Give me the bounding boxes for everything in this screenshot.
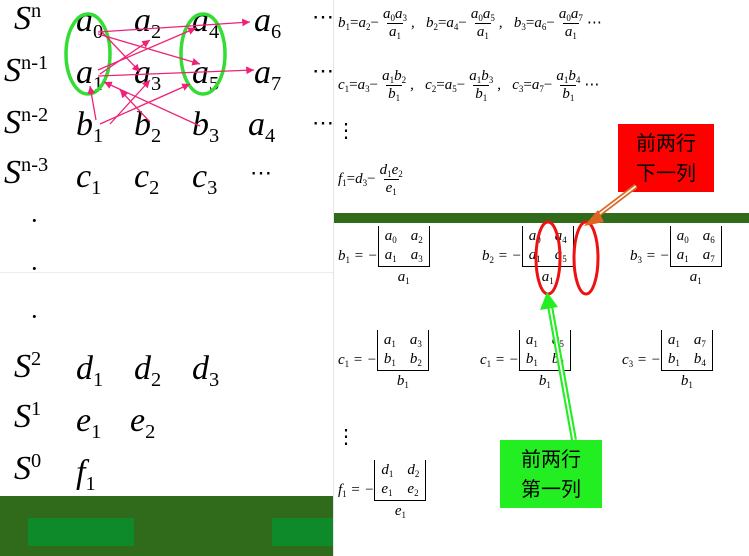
section-divider xyxy=(334,213,749,223)
cross-arrows xyxy=(87,18,255,127)
array-annotations xyxy=(64,12,255,127)
cell-d1: d1 xyxy=(76,350,104,392)
det-annotations xyxy=(534,184,638,441)
faint-vertical-rule xyxy=(333,0,334,556)
cell-f1: f1 xyxy=(76,454,96,496)
vertical-ellipsis: ⋮ xyxy=(336,120,356,142)
cell-a1: a1 xyxy=(76,54,104,96)
cell-e2: e2 xyxy=(130,402,156,444)
s-label-1: S1 xyxy=(14,398,42,436)
cell-d2: d2 xyxy=(134,350,162,392)
faint-horizontal-rule xyxy=(0,272,333,273)
green-arrow xyxy=(540,292,577,441)
s-label-n-2: Sn-2 xyxy=(4,104,49,142)
cell-c1: c1 xyxy=(76,158,102,200)
callout-text: 下一列 xyxy=(636,161,696,185)
ring-first-column xyxy=(534,220,562,296)
row-ellipsis: ⋯ xyxy=(312,110,334,135)
orange-arrow xyxy=(584,184,638,226)
cell-d3: d3 xyxy=(192,350,220,392)
vertical-ellipsis: ⋮ xyxy=(336,426,356,448)
callout-text: 第一列 xyxy=(521,477,581,501)
cell-b3: b3 xyxy=(192,106,220,148)
row-ellipsis: ⋯ xyxy=(312,4,334,29)
cell-b1: b1 xyxy=(76,106,104,148)
cell-b2: b2 xyxy=(134,106,162,148)
s-label-0: S0 xyxy=(14,450,42,488)
s-label-n: Sn xyxy=(14,0,42,38)
vertical-dot: · xyxy=(30,302,39,331)
vertical-dot: · xyxy=(30,206,39,235)
cell-e1: e1 xyxy=(76,402,102,444)
cell-c2: c2 xyxy=(134,158,160,200)
s-label-n-1: Sn-1 xyxy=(4,52,49,90)
cell-a4-row3: a4 xyxy=(248,106,276,148)
ring-column-1 xyxy=(64,12,112,96)
s-label-n-3: Sn-3 xyxy=(4,154,49,192)
cell-a7: a7 xyxy=(254,54,282,96)
green-block xyxy=(28,518,134,546)
green-block xyxy=(272,518,333,546)
callout-next-column: 前两行 下一列 xyxy=(618,124,714,192)
row-ellipsis: ⋯ xyxy=(250,160,272,185)
ring-column-3 xyxy=(179,12,227,96)
vertical-dot: · xyxy=(30,254,39,283)
cell-a6: a6 xyxy=(254,2,282,44)
s-label-2: S2 xyxy=(14,348,42,386)
callout-text: 前两行 xyxy=(521,447,581,471)
row-ellipsis: ⋯ xyxy=(312,58,334,83)
cell-a4: a4 xyxy=(192,2,220,44)
cell-c3: c3 xyxy=(192,158,218,200)
ring-next-column xyxy=(572,220,600,296)
callout-first-column: 前两行 第一列 xyxy=(500,440,602,508)
callout-text: 前两行 xyxy=(636,131,696,155)
